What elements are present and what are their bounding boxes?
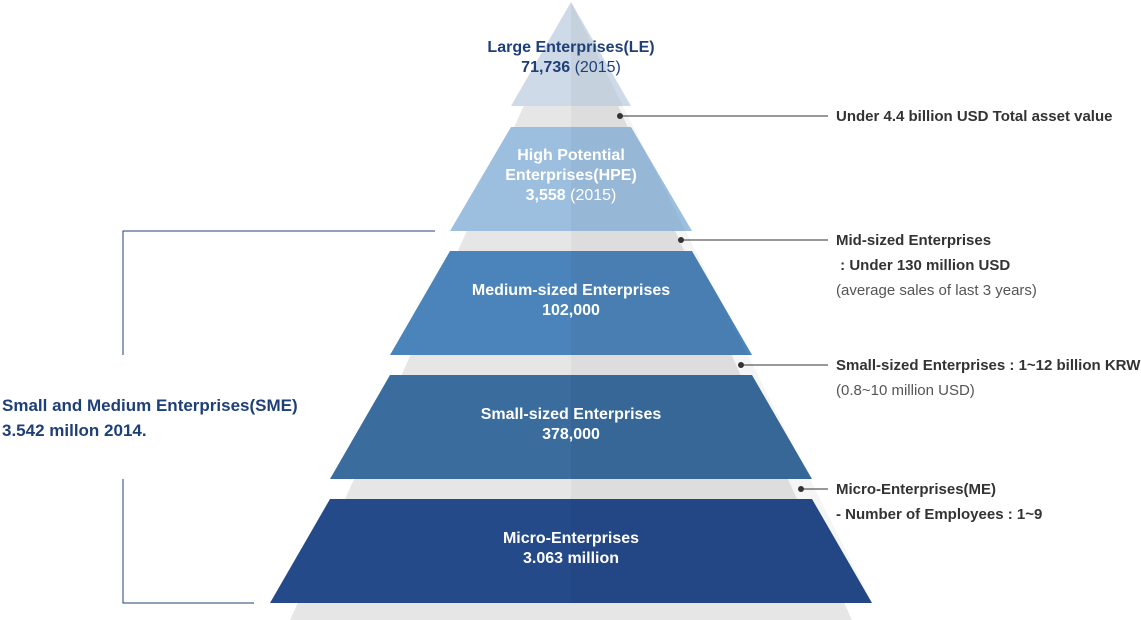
connector-medium: [678, 237, 828, 243]
tier-small-count: 378,000: [542, 426, 600, 443]
sme-label: Small and Medium Enterprises(SME) 3.542 …: [2, 393, 298, 443]
tier-le-label: Large Enterprises(LE) 71,736 (2015): [471, 38, 671, 78]
tier-le-title: Large Enterprises(LE): [487, 39, 655, 56]
tier-hpe-title-2: Enterprises(HPE): [505, 167, 637, 184]
annotation-small-note: (0.8~10 million USD): [836, 382, 975, 399]
sme-bracket-bottom: [122, 479, 254, 604]
annotation-le-text: Under 4.4 billion USD Total asset value: [836, 108, 1113, 125]
annotation-micro-criterion: - Number of Employees : 1~9: [836, 506, 1043, 523]
tier-micro-band: [270, 499, 872, 603]
connector-le: [617, 113, 828, 119]
connector-micro: [798, 486, 828, 492]
connector-small: [738, 362, 828, 368]
annotation-medium-title: Mid-sized Enterprises: [836, 232, 992, 249]
pyramid-right-shade: [571, 2, 872, 603]
annotation-small: Small-sized Enterprises : 1~12 billion K…: [836, 353, 1140, 403]
annotation-micro: Micro-Enterprises(ME) - Number of Employ…: [836, 477, 1042, 527]
tier-le-band: [511, 2, 631, 106]
annotation-small-criterion: Small-sized Enterprises : 1~12 billion K…: [836, 357, 1141, 374]
annotation-medium-criterion: : Under 130 million USD: [836, 257, 1011, 274]
tier-le-value: 71,736 (2015): [471, 58, 671, 78]
tier-hpe-value: 3,558 (2015): [471, 186, 671, 206]
tier-hpe-count: 3,558: [525, 187, 566, 204]
tier-micro-value: 3.063 million: [421, 549, 721, 569]
annotation-le: Under 4.4 billion USD Total asset value: [836, 104, 1112, 129]
tier-le-count: 71,736: [521, 59, 571, 76]
annotation-medium: Mid-sized Enterprises : Under 130 millio…: [836, 228, 1037, 303]
tier-small-band: [330, 375, 812, 479]
tier-micro-title: Micro-Enterprises: [502, 530, 640, 547]
tier-hpe-title: High Potential: [517, 147, 625, 164]
annotation-medium-note: (average sales of last 3 years): [836, 282, 1037, 299]
sme-title: Small and Medium Enterprises(SME): [2, 396, 298, 415]
sme-bracket-top: [122, 230, 435, 355]
tier-medium-title: Medium-sized Enterprises: [471, 282, 671, 299]
tier-hpe-band: [450, 127, 692, 231]
tier-micro-label: Micro-Enterprises 3.063 million: [421, 529, 721, 569]
tier-medium-count: 102,000: [542, 302, 600, 319]
tier-micro-count: 3.063 million: [522, 550, 620, 567]
tier-small-title: Small-sized Enterprises: [480, 406, 662, 423]
tier-small-value: 378,000: [421, 425, 721, 445]
annotation-micro-title: Micro-Enterprises(ME): [836, 481, 997, 498]
tier-hpe-year: (2015): [570, 187, 617, 204]
tier-le-year: (2015): [574, 59, 621, 76]
tier-medium-value: 102,000: [421, 301, 721, 321]
sme-count: 3.542 millon 2014.: [2, 421, 147, 440]
tier-hpe-label: High Potential Enterprises(HPE) 3,558 (2…: [471, 146, 671, 206]
tier-small-label: Small-sized Enterprises 378,000: [421, 405, 721, 445]
tier-medium-label: Medium-sized Enterprises 102,000: [421, 281, 721, 321]
tier-medium-band: [390, 251, 752, 355]
